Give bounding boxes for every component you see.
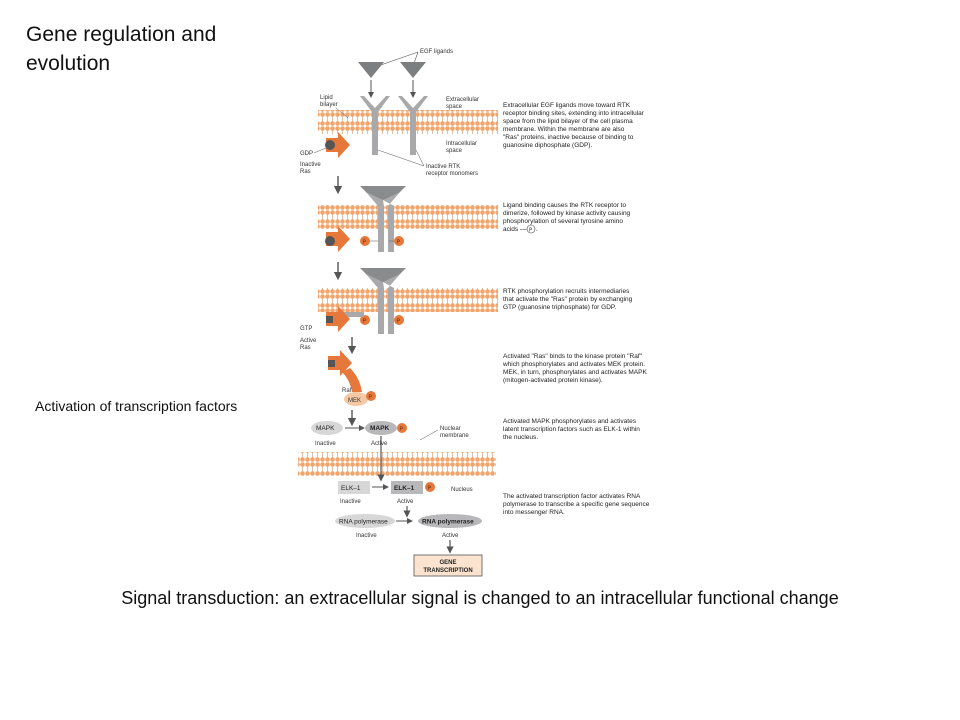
svg-text:P: P [400, 427, 404, 433]
lipid-bilayer-label: Lipid [320, 95, 333, 101]
nucleus-label: Nucleus [451, 487, 473, 493]
plasma-membrane-3 [318, 288, 498, 312]
panel-1-ligand-approach: EGF ligands Lipid bilayer Extracellular … [300, 49, 645, 177]
svg-text:Ras: Ras [300, 345, 311, 351]
svg-text:ELK–1: ELK–1 [341, 485, 361, 492]
step-2-description: Ligand binding causes the RTK receptor t… [503, 202, 631, 233]
svg-text:membrane: membrane [440, 433, 469, 439]
activation-label: Activation of transcription factors [35, 398, 238, 414]
gdp-label: GDP [300, 151, 313, 157]
step-3-description: RTK phosphorylation recruits intermediar… [503, 288, 633, 311]
slide-caption: Signal transduction: an extracellular si… [121, 588, 839, 608]
svg-text:P: P [369, 395, 373, 401]
mapk-active [365, 421, 397, 435]
mapk-inactive [311, 421, 343, 435]
gdp-molecule [325, 140, 335, 150]
svg-text:MAPK: MAPK [316, 425, 335, 432]
adaptor-protein [342, 312, 364, 317]
rna-polymerase-inactive [335, 514, 395, 528]
rtk-dimer-3 [383, 274, 400, 334]
page-title: Gene regulation and evolution [26, 23, 217, 75]
step-4-description: Activated "Ras" binds to the kinase prot… [502, 353, 647, 384]
svg-text:space: space [446, 148, 463, 154]
svg-text:receptor monomers: receptor monomers [426, 171, 478, 177]
step-1-description: Extracellular EGF ligands move toward RT… [503, 102, 645, 149]
egf-ligand-1 [358, 62, 384, 78]
svg-text:P: P [397, 319, 401, 325]
raf-protein [342, 368, 362, 392]
intracellular-label: Intracellular [446, 141, 477, 147]
svg-text:Ras: Ras [300, 169, 311, 175]
svg-text:RNA polymerase: RNA polymerase [339, 519, 388, 526]
svg-text:P: P [363, 240, 367, 246]
elk1-inactive [338, 481, 370, 494]
rtk-dimer-2 [383, 192, 400, 252]
step-5-description: Activated MAPK phosphorylates and activa… [503, 418, 640, 441]
mapk-inactive-label: Inactive [315, 441, 336, 447]
gene-transcription-box [413, 554, 483, 577]
svg-text:space: space [446, 104, 463, 110]
elk1-active-label: Active [397, 499, 414, 505]
panel-4-kinase-cascade: P Raf MEK Activated "Ras" binds to the k… [328, 350, 647, 406]
ras-raf-complex [328, 350, 352, 376]
svg-text:.: . [536, 226, 538, 233]
nuclear-membrane [298, 452, 496, 476]
gtp-label: GTP [300, 326, 312, 332]
rnap-inactive-label: Inactive [356, 533, 377, 539]
panel-5-mapk: MAPK Inactive MAPK P Active Nuclear memb… [298, 418, 640, 476]
phosphate-symbol [526, 224, 536, 234]
gtp-molecule [326, 316, 333, 323]
svg-text:bilayer: bilayer [320, 102, 338, 108]
elk1-active [391, 481, 423, 494]
svg-text:P: P [397, 240, 401, 246]
elk1-inactive-label: Inactive [340, 499, 361, 505]
inactive-ras-label: Inactive [300, 162, 321, 168]
mek-label: MEK [348, 398, 361, 404]
svg-text:P: P [428, 486, 432, 492]
step-6-description: The activated transcription factor activ… [503, 493, 650, 516]
nuclear-membrane-label: Nuclear [440, 426, 461, 432]
rna-polymerase-active [418, 514, 482, 528]
mapk-active-label: Active [371, 441, 388, 447]
rtk-receptor-1 [360, 96, 390, 155]
rtk-receptor-2 [398, 96, 428, 155]
mek-protein [344, 392, 368, 406]
raf-label: Raf [342, 388, 352, 394]
extracellular-label: Extracellular [446, 97, 479, 103]
svg-text:P: P [363, 319, 367, 325]
plasma-membrane-1 [318, 110, 498, 134]
egf-ligand-2 [400, 62, 426, 78]
rnap-active-label: Active [442, 533, 459, 539]
svg-text:TRANSCRIPTION: TRANSCRIPTION [423, 568, 472, 574]
egf-ligands-label: EGF ligands [420, 49, 453, 55]
svg-text:MAPK: MAPK [370, 425, 389, 432]
svg-text:GENE: GENE [439, 560, 456, 566]
active-ras-3 [326, 306, 350, 332]
panel-2-dimerization: P P Ligand binding causes the RTK recept… [318, 186, 631, 252]
svg-text:RNA polymerase: RNA polymerase [422, 519, 474, 526]
phosphate-1 [360, 236, 370, 246]
plasma-membrane-2 [318, 205, 498, 229]
svg-text:P: P [529, 228, 533, 234]
inactive-rtk-label: Inactive RTK [426, 164, 460, 170]
svg-text:ELK–1: ELK–1 [394, 485, 415, 492]
active-ras-label: Active [300, 338, 317, 344]
phosphate-2 [394, 236, 404, 246]
panel-3-ras-activation: P P GTP Active Ras RTK phosphorylation r… [300, 268, 633, 351]
inactive-ras [326, 132, 350, 158]
panel-6-nucleus: ELK–1 Inactive ELK–1 P Active Nucleus RN… [335, 481, 650, 577]
